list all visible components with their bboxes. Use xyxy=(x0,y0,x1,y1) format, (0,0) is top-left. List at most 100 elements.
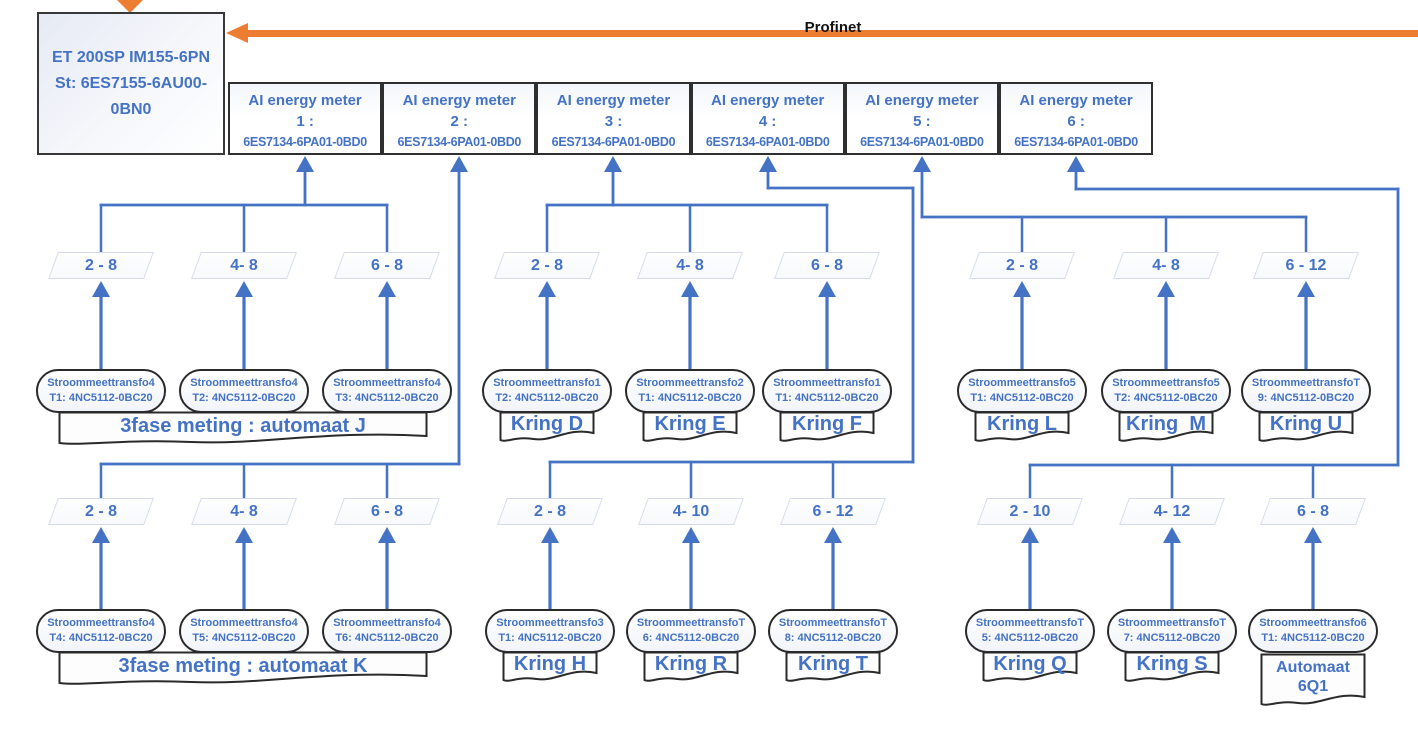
document-shape xyxy=(1124,651,1220,682)
arrowhead-up xyxy=(604,156,622,172)
arrowhead-up xyxy=(682,527,700,543)
arrowhead-up xyxy=(541,527,559,543)
current-transformer-node: StroommeettransfoT 7: 4NC5112-0BC20 xyxy=(1107,609,1237,653)
transformer-name: StroommeettransfoT xyxy=(636,617,746,629)
io-module-range: 2 - 8 xyxy=(48,498,154,525)
circuit-banner: Kring M xyxy=(1118,411,1214,445)
transformer-name: Stroommeettransfo2 xyxy=(636,377,744,389)
io-module-range: 6 - 12 xyxy=(1253,252,1359,279)
module-range-label: 2 - 8 xyxy=(84,502,117,520)
transformer-code: T1: 4NC5112-0BC20 xyxy=(49,392,153,404)
io-module-range: 4- 8 xyxy=(637,252,743,279)
arrowhead-up xyxy=(92,527,110,543)
plc-label: ET 200SP IM155-6PN St: 6ES7155-6AU00-0BN… xyxy=(51,48,210,118)
transformer-code: T5: 4NC5112-0BC20 xyxy=(192,632,296,644)
current-transformer-node: StroommeettransfoT 5: 4NC5112-0BC20 xyxy=(965,609,1095,653)
document-shape xyxy=(982,651,1078,682)
meter-code: 6ES7134-6PA01-0BD0 xyxy=(860,135,984,149)
transformer-code: T4: 4NC5112-0BC20 xyxy=(49,632,153,644)
document-shape xyxy=(58,651,428,685)
arrowhead-up xyxy=(538,281,556,297)
transformer-code: 5: 4NC5112-0BC20 xyxy=(981,632,1079,644)
document-shape xyxy=(643,651,739,682)
transformer-code: T6: 4NC5112-0BC20 xyxy=(335,632,439,644)
transformer-code: 7: 4NC5112-0BC20 xyxy=(1123,632,1221,644)
arrowhead-up xyxy=(1304,527,1322,543)
arrowhead-up xyxy=(378,527,396,543)
circuit-banner: Kring Q xyxy=(982,651,1078,685)
banner-label: Kring H xyxy=(513,653,587,675)
current-transformer-node: StroommeettransfoT 6: 4NC5112-0BC20 xyxy=(626,609,756,653)
arrowhead-up xyxy=(913,156,931,172)
io-module-range: 2 - 8 xyxy=(494,252,600,279)
arrowhead-up xyxy=(681,281,699,297)
module-range-label: 6 - 8 xyxy=(810,256,843,274)
profinet-label: Profinet xyxy=(804,19,862,36)
meter-title: AI energy meter xyxy=(710,92,825,109)
banner-label: Kring U xyxy=(1269,413,1343,435)
banner-label: 3fase meting : automaat J xyxy=(120,414,366,437)
module-range-label: 2 - 10 xyxy=(1009,502,1051,520)
meter-code: 6ES7134-6PA01-0BD0 xyxy=(397,135,522,149)
circuit-banner: Automaat 6Q1 xyxy=(1260,653,1366,709)
banner-label: Kring Q xyxy=(993,653,1067,675)
io-module-range: 6 - 8 xyxy=(334,252,440,279)
transformer-name: Stroommeettransfo4 xyxy=(190,617,298,629)
profinet-arrowhead-left xyxy=(226,23,248,43)
module-range-label: 4- 8 xyxy=(230,256,258,274)
meter-index: 1 : xyxy=(296,113,314,130)
module-range-label: 6 - 8 xyxy=(370,502,403,520)
circuit-banner: Kring F xyxy=(779,411,875,445)
banner-label: Kring E xyxy=(654,413,726,435)
document-shape xyxy=(642,411,738,442)
arrowhead-up xyxy=(235,527,253,543)
banner-label: Kring F xyxy=(792,413,862,435)
transformer-code: T1: 4NC5112-0BC20 xyxy=(775,392,879,404)
transformer-code: T1: 4NC5112-0BC20 xyxy=(638,392,742,404)
energy-meter-box: AI energy meter 1 : 6ES7134-6PA01-0BD0 xyxy=(228,82,383,155)
circuit-banner: 3fase meting : automaat K xyxy=(58,651,428,688)
io-module-range: 6 - 8 xyxy=(1260,498,1366,525)
module-range-label: 6 - 8 xyxy=(1296,502,1329,520)
io-module-range: 2 - 8 xyxy=(969,252,1075,279)
module-range-label: 4- 8 xyxy=(230,502,258,520)
meter-index: 5 : xyxy=(913,113,931,130)
transformer-code: 9: 4NC5112-0BC20 xyxy=(1257,392,1355,404)
transformer-name: Stroommeettransfo3 xyxy=(496,617,604,629)
arrowhead-up xyxy=(1157,281,1175,297)
arrowhead-up xyxy=(1013,281,1031,297)
circuit-banner: Kring U xyxy=(1258,411,1354,445)
arrowhead-up xyxy=(235,281,253,297)
banner-label: Kring S xyxy=(1136,653,1208,675)
current-transformer-node: Stroommeettransfo5 T1: 4NC5112-0BC20 xyxy=(957,369,1087,413)
module-range-label: 4- 8 xyxy=(676,256,704,274)
current-transformer-node: Stroommeettransfo4 T2: 4NC5112-0BC20 xyxy=(179,369,309,413)
arrowhead-up xyxy=(296,156,314,172)
document-shape xyxy=(1260,653,1366,706)
transformer-code: T2: 4NC5112-0BC20 xyxy=(1114,392,1218,404)
meter-title: AI energy meter xyxy=(556,92,671,109)
transformer-name: StroommeettransfoT xyxy=(975,617,1085,629)
transformer-code: 6: 4NC5112-0BC20 xyxy=(642,632,740,644)
current-transformer-node: Stroommeettransfo4 T1: 4NC5112-0BC20 xyxy=(36,369,166,413)
io-module-range: 4- 12 xyxy=(1119,498,1225,525)
module-range-label: 6 - 12 xyxy=(1285,256,1327,274)
profinet-arrowhead-down xyxy=(117,0,143,13)
current-transformer-node: StroommeettransfoT 8: 4NC5112-0BC20 xyxy=(768,609,898,653)
banner-label: Kring T xyxy=(798,653,868,675)
module-range-label: 6 - 8 xyxy=(370,256,403,274)
transformer-name: Stroommeettransfo5 xyxy=(1112,377,1220,389)
profinet-bus-line xyxy=(246,30,1418,37)
meter-title: AI energy meter xyxy=(865,92,979,109)
meter-index: 2 : xyxy=(450,113,469,130)
current-transformer-node: Stroommeettransfo1 T1: 4NC5112-0BC20 xyxy=(762,369,892,413)
transformer-code: 8: 4NC5112-0BC20 xyxy=(784,632,882,644)
transformer-name: Stroommeettransfo4 xyxy=(190,377,298,389)
transformer-name: Stroommeettransfo4 xyxy=(47,377,155,389)
banner-label: Kring R xyxy=(654,653,728,675)
current-transformer-node: Stroommeettransfo4 T6: 4NC5112-0BC20 xyxy=(322,609,452,653)
arrowhead-up xyxy=(759,156,777,172)
transformer-code: T1: 4NC5112-0BC20 xyxy=(970,392,1074,404)
